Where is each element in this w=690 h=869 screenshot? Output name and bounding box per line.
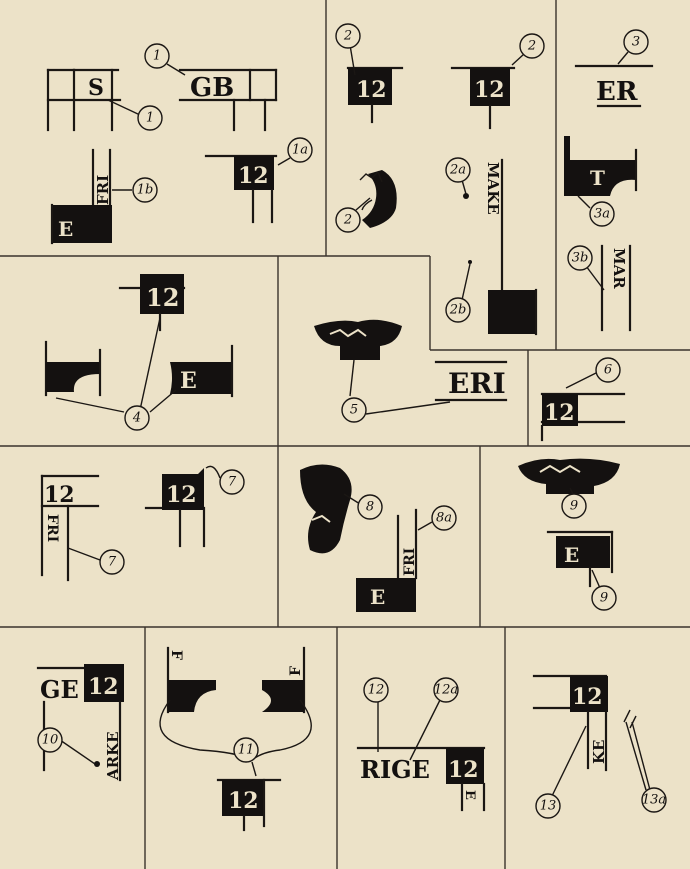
letters-fri: FRI [402, 548, 418, 576]
value-12: 12 [448, 757, 479, 783]
callout-7: 7 [108, 555, 117, 570]
letter-f: F [288, 666, 304, 676]
letter-t: T [590, 166, 605, 190]
value-12: 12 [146, 283, 179, 312]
value-12: 12 [238, 163, 269, 189]
value-12: 12 [474, 77, 505, 103]
callout-13a: 13a [642, 793, 666, 808]
value-12: 12 [228, 788, 259, 814]
callout-3: 3 [632, 35, 640, 50]
callout-1b: 1b [137, 183, 154, 198]
callout-1: 1 [153, 49, 161, 64]
callout-2: 2 [343, 29, 352, 44]
letter-e: E [180, 368, 197, 394]
letters-ke: KE [590, 740, 608, 764]
letter-e: E [462, 790, 477, 800]
callout-9: 9 [570, 499, 578, 514]
callout-2a: 2a [449, 163, 466, 178]
callout-2b: 2b [449, 303, 467, 318]
callout-3a: 3a [594, 207, 610, 222]
callout-2: 2 [343, 213, 352, 228]
callout-8: 8 [366, 500, 374, 515]
callout-3b: 3b [572, 251, 589, 266]
callout-6: 6 [604, 363, 612, 378]
callout-7: 7 [228, 475, 237, 490]
value-12: 12 [166, 482, 197, 508]
letters-mar: MAR [610, 248, 628, 289]
value-12: 12 [356, 77, 387, 103]
value-12: 12 [572, 684, 603, 710]
callout-1a: 1a [292, 143, 308, 158]
letters-eri: ERI [448, 367, 506, 400]
callout-11: 11 [238, 743, 255, 758]
letters-gb: GB [190, 73, 234, 103]
letters-fri: FRI [44, 514, 60, 542]
callout-9: 9 [600, 591, 608, 606]
callout-12a: 12a [434, 683, 458, 698]
callout-12: 12 [368, 683, 385, 698]
letters-fri: FRI [94, 175, 112, 205]
letter-e: E [58, 217, 73, 241]
letters-arke: ARKE [104, 731, 122, 781]
callout-8a: 8a [436, 511, 452, 526]
value-12: 12 [544, 400, 575, 426]
letter-e: E [370, 585, 385, 609]
callout-13: 13 [540, 799, 557, 814]
letters-rige: RIGE [360, 755, 430, 784]
letter-s: S [88, 75, 104, 101]
callout-10: 10 [42, 733, 59, 748]
letters-make: MAKE [484, 162, 502, 215]
callout-2: 2 [527, 39, 536, 54]
callout-5: 5 [350, 403, 358, 418]
letters-ge: GE [40, 675, 79, 704]
value-12: 12 [44, 482, 75, 508]
value-12: 12 [88, 674, 119, 700]
letter-e: E [564, 543, 579, 567]
letters-er: ER [596, 77, 638, 107]
letter-f: F [168, 650, 184, 660]
callout-4: 4 [132, 411, 141, 426]
callout-1: 1 [146, 111, 154, 126]
